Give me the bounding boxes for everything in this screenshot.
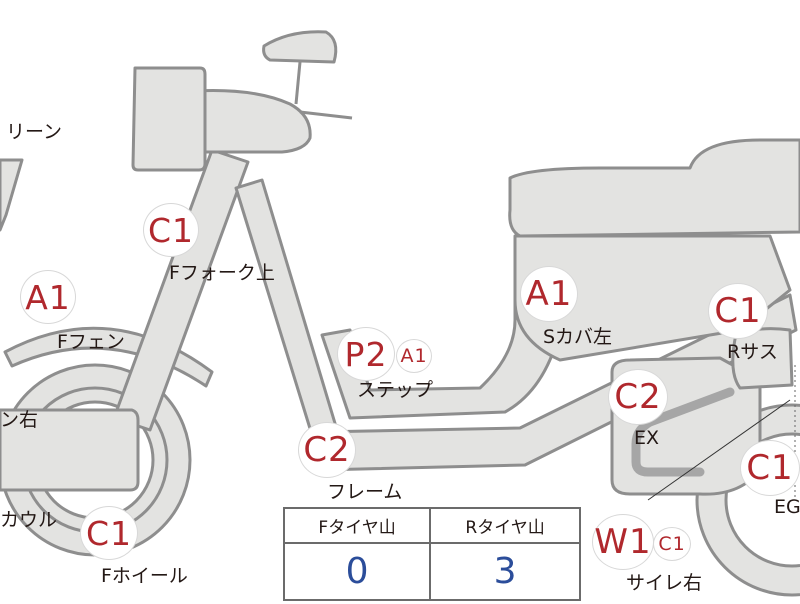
label-eg: EG [774, 496, 800, 518]
label-scover: Sカバ左 [543, 326, 613, 348]
seat [508, 138, 800, 238]
label-step: ステップ [357, 379, 434, 401]
exhaust-pipe [631, 387, 735, 477]
down-tube [234, 178, 342, 450]
label-screen: リーン [6, 121, 63, 143]
label-ffork: Fフォーク上 [169, 262, 275, 284]
leader-line [647, 399, 791, 501]
front-fork [112, 148, 250, 432]
handlebar [299, 110, 353, 120]
badge-a1-step-sub: A1 [396, 339, 432, 373]
badge-a1-ffender: A1 [20, 270, 76, 324]
label-muffler: サイレ右 [626, 572, 703, 594]
label-frame: フレーム [327, 481, 403, 503]
badge-c1-ffork: C1 [143, 203, 199, 257]
label-fwheel: Fホイール [101, 565, 188, 587]
badge-c1-muffler-sub: C1 [653, 527, 691, 561]
badge-c2-frame: C2 [298, 422, 356, 478]
front-tire-header: Fタイヤ山 [282, 507, 432, 544]
grip [131, 66, 207, 172]
badge-c1-rsus: C1 [708, 283, 768, 339]
front-cowl [0, 408, 140, 492]
rear-tire-header: Rタイヤ山 [429, 507, 581, 544]
windscreen [0, 158, 24, 232]
badge-w1-muffler: W1 [592, 514, 654, 570]
badge-c1-eg: C1 [740, 440, 800, 496]
badge-a1-scover: A1 [520, 266, 578, 322]
mirror-stem [294, 61, 302, 105]
badge-c2-ex: C2 [608, 369, 668, 425]
label-rsus: Rサス [727, 341, 778, 363]
label-cowl: カウル [0, 509, 58, 531]
rear-tire-value: 3 [429, 542, 581, 601]
badge-p2-step: P2 [337, 327, 395, 381]
badge-c1-fwheel: C1 [80, 506, 138, 560]
front-tire-value: 0 [282, 542, 432, 601]
mirror [262, 30, 338, 64]
label-ex: EX [634, 427, 660, 449]
label-right: ン右 [0, 409, 39, 431]
label-ffender: Fフェン [57, 331, 125, 353]
tire-tread-table: Fタイヤ山 Rタイヤ山 0 3 [282, 507, 581, 601]
